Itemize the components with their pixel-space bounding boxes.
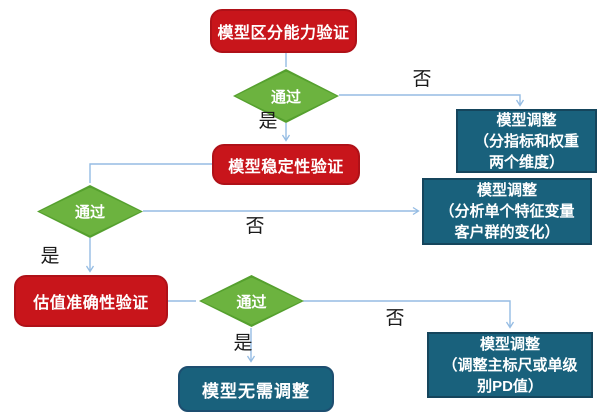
edge-label-no-2: 否 <box>245 216 265 237</box>
node-no-adjustment-needed: 模型无需调整 <box>178 366 334 412</box>
node-adjust-feature-analysis: 模型调整 （分析单个特征变量 客户群的变化） <box>422 178 592 245</box>
node-accuracy-validation: 估值准确性验证 <box>14 275 168 327</box>
decision-pass-1-label: 通过 <box>270 88 301 106</box>
node-stability-validation: 模型稳定性验证 <box>212 144 360 185</box>
edge-label-yes-2: 是 <box>40 246 60 267</box>
decision-pass-2-label: 通过 <box>74 204 105 221</box>
decision-pass-1: 通过 <box>233 69 339 123</box>
decision-pass-2: 通过 <box>37 185 143 238</box>
connector-decision1-adjust1 <box>339 94 525 107</box>
connector-step2-decision2 <box>89 163 212 183</box>
node-adjust-indicator-weight: 模型调整 （分指标和权重 两个维度） <box>456 109 597 173</box>
edge-label-no-3: 否 <box>385 308 405 329</box>
node-discrimination-validation: 模型区分能力验证 <box>210 9 357 53</box>
edge-label-yes-1: 是 <box>258 111 278 132</box>
decision-pass-3-label: 通过 <box>236 293 267 311</box>
edge-label-no-1: 否 <box>412 69 432 90</box>
decision-pass-3: 通过 <box>199 275 304 327</box>
edge-label-yes-3: 是 <box>233 333 253 354</box>
node-adjust-master-scale-pd: 模型调整 （调整主标尺或单级 别PD值） <box>427 332 593 398</box>
